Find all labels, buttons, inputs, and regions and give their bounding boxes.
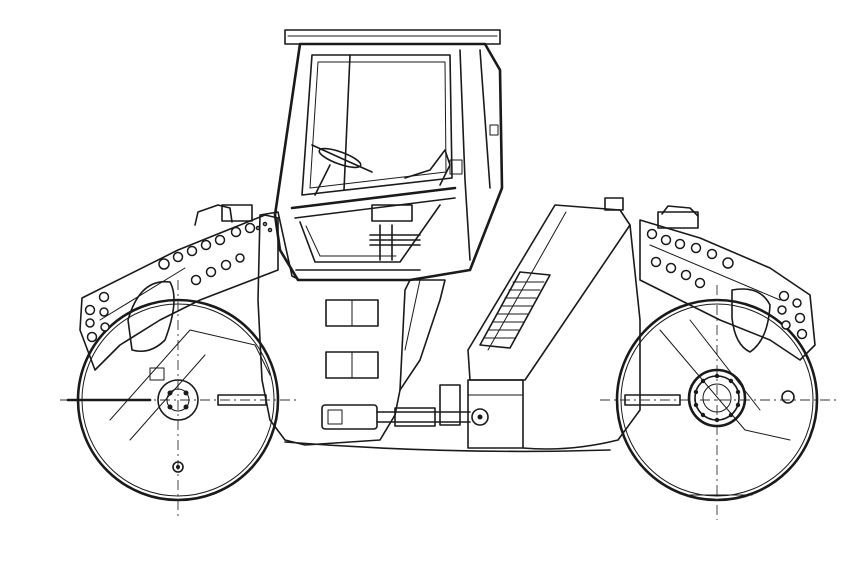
engine-hood bbox=[467, 197, 641, 450]
right-drum bbox=[600, 285, 840, 520]
right-plate-holes bbox=[646, 228, 808, 340]
steering-cylinder bbox=[321, 384, 489, 430]
engine-grille bbox=[479, 271, 551, 349]
left-drum-hub bbox=[149, 367, 199, 421]
left-drum bbox=[60, 280, 300, 520]
side-vents bbox=[325, 299, 379, 379]
left-frame-plate bbox=[79, 204, 279, 371]
left-plate-holes bbox=[84, 221, 273, 343]
operator-cab bbox=[273, 29, 504, 282]
right-frame-plate bbox=[639, 205, 816, 361]
right-drum-hub bbox=[687, 368, 747, 428]
